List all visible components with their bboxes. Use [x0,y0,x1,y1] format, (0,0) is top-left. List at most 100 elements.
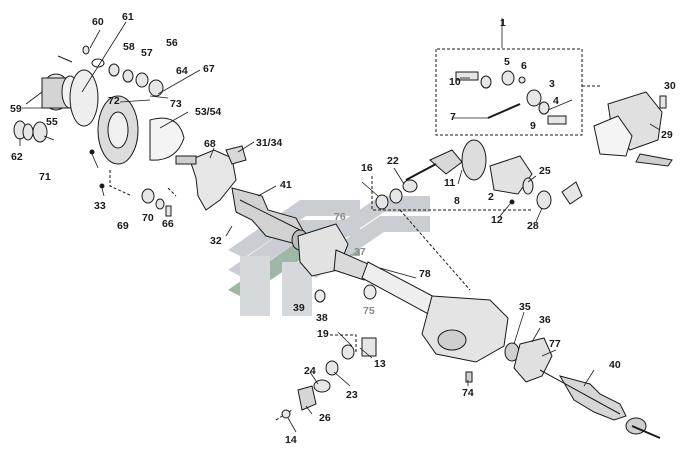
part-label-75: 75 [363,305,375,317]
cap-64 [148,79,164,97]
part-label-74: 74 [462,387,474,399]
ring-23 [325,360,339,376]
gasket-29 [593,115,633,157]
part-label-72: 72 [108,95,120,107]
pin-7 [487,103,521,119]
washer-38 [314,289,326,303]
part-label-55: 55 [46,116,58,128]
gear-3 [526,89,542,107]
part-label-37: 37 [354,246,366,258]
knuckle-shaft-group [175,145,309,251]
part-label-53-54: 53/54 [195,106,222,118]
part-label-58: 58 [123,41,135,53]
spring-9 [547,115,567,125]
part-label-40: 40 [609,359,621,371]
part-label-41: 41 [280,179,292,191]
part-label-78: 78 [419,268,431,280]
bracket-36 [513,337,553,383]
part-label-26: 26 [319,412,331,424]
bearing-16 [375,194,389,210]
part-label-68: 68 [204,138,216,150]
part-label-16: 16 [361,162,373,174]
part-label-4: 4 [553,95,559,107]
shim-25 [522,177,534,195]
part-label-77: 77 [549,338,561,350]
knuckle-68 [189,149,237,211]
part-label-30: 30 [664,80,676,92]
part-label-38: 38 [316,312,328,324]
part-label-57: 57 [141,47,153,59]
part-label-14: 14 [285,434,297,446]
part-label-60: 60 [92,16,104,28]
nut-58 [108,63,120,77]
plug-30 [659,95,667,109]
bushing-37 [333,249,369,281]
gear-5 [501,70,515,86]
cover-group [593,91,673,167]
part-label-11: 11 [444,177,456,189]
part-label-1: 1 [500,17,506,29]
part-label-25: 25 [539,165,551,177]
bolt-12 [509,199,515,205]
splash-shield-67 [149,117,185,161]
axle-housing-group [297,223,553,383]
yoke-19 [361,337,377,357]
part-label-8: 8 [454,195,460,207]
washer-57 [122,69,134,83]
part-label-67: 67 [203,63,215,75]
part-label-73: 73 [170,98,182,110]
part-label-70: 70 [142,212,154,224]
part-label-71: 71 [39,171,51,183]
assembly-outlines [53,48,600,421]
bearing-55 [32,121,48,143]
part-label-59: 59 [10,103,22,115]
part-label-5: 5 [504,56,510,68]
clip-66 [165,205,172,217]
bearing-28 [536,190,552,210]
side-gear [480,75,492,89]
ring-gear-8 [461,139,487,181]
part-label-61: 61 [122,11,134,23]
part-label-22: 22 [387,155,399,167]
housing-78 [421,295,509,363]
seal-19 [341,344,355,360]
differential-group [375,70,583,210]
leader-lines [19,18,661,433]
part-label-9: 9 [530,120,536,132]
ring-24 [313,379,331,393]
outer-shaft-group [539,369,661,439]
part-label-12: 12 [491,214,503,226]
part-label-76: 76 [334,211,346,223]
part-label-23: 23 [346,389,358,401]
part-label-28: 28 [527,220,539,232]
part-label-64: 64 [176,65,188,77]
part-label-36: 36 [539,314,551,326]
part-label-69: 69 [117,220,129,232]
part-label-62: 62 [11,151,23,163]
pin-60 [82,45,90,55]
part-label-3: 3 [549,78,555,90]
bushing-75 [363,284,377,300]
nut-14 [281,409,291,419]
bearing-22a [389,188,403,204]
fitting-74 [465,371,473,383]
bracket-26 [297,385,317,411]
part-label-32: 32 [210,235,222,247]
part-label-24: 24 [304,365,316,377]
part-label-33: 33 [94,200,106,212]
part-label-29: 29 [661,129,673,141]
pin-6 [518,76,526,84]
bottom-spindle-group [281,337,377,419]
part-label-2: 2 [488,191,494,203]
part-label-66: 66 [162,218,174,230]
ring-69 [141,188,155,204]
part-label-19: 19 [317,328,329,340]
cv-boot-40 [558,375,627,421]
part-label-13: 13 [374,358,386,370]
nut-56 [135,72,149,88]
lock-tab [561,181,583,205]
hub-rotor-group [13,45,185,217]
part-label-39: 39 [293,302,305,314]
part-label-7: 7 [450,111,456,123]
